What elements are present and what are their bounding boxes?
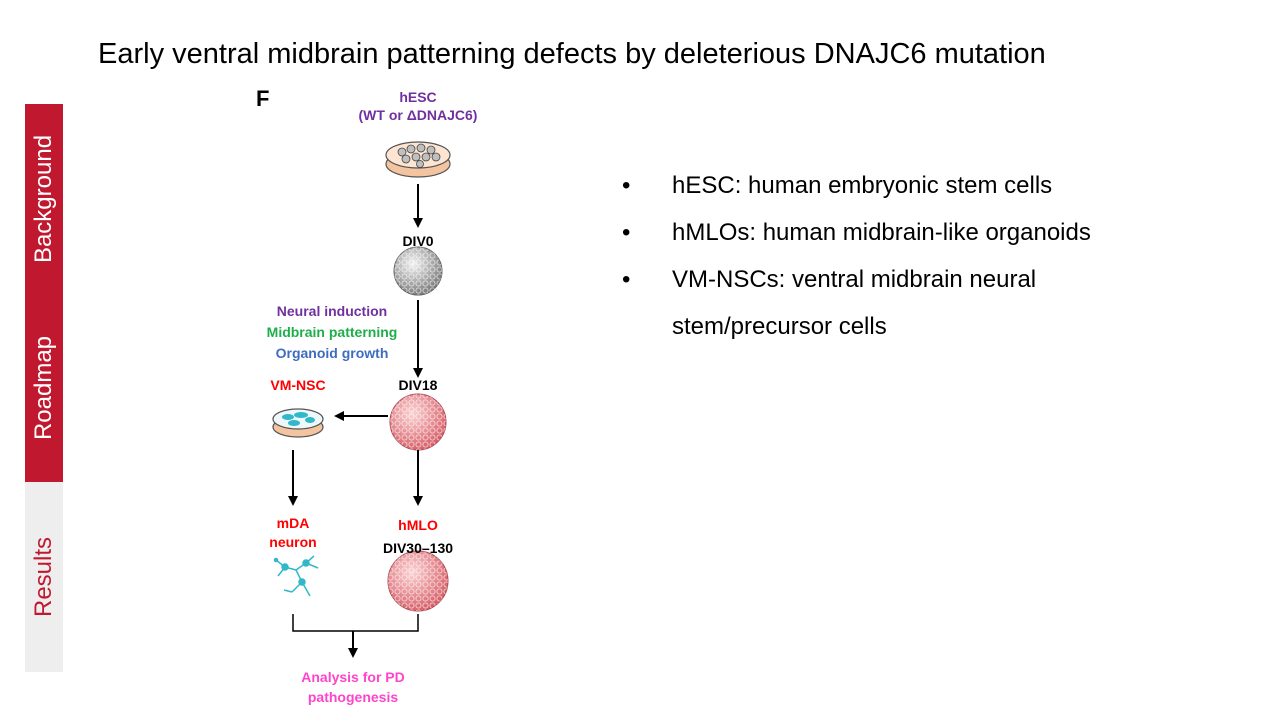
div30-label: DIV30–130 [382, 540, 454, 556]
mda-label: mDA [276, 515, 310, 531]
list-item: • hMLOs: human midbrain-like organoids [622, 209, 1182, 256]
list-item: • hESC: human embryonic stem cells [622, 162, 1182, 209]
bullet-marker: • [622, 266, 631, 293]
section-nav: Background Roadmap Results [25, 104, 63, 672]
nav-tab-results[interactable]: Results [25, 482, 63, 672]
nav-tab-roadmap[interactable]: Roadmap [25, 293, 63, 482]
mda-neuron-icon [273, 555, 319, 597]
nav-tab-label: Roadmap [30, 335, 57, 440]
nav-tab-label: Background [30, 134, 57, 263]
list-item-text: hESC: human embryonic stem cells [672, 172, 1053, 199]
div0-organoid-icon [393, 246, 443, 296]
list-item-text: hMLOs: human midbrain-like organoids [672, 219, 1091, 246]
hesc-label: hESC [399, 89, 437, 105]
div18-organoid-icon [389, 393, 447, 451]
bullet-marker: • [622, 172, 631, 199]
bullet-marker: • [622, 219, 631, 246]
analysis-label: Analysis for PD [301, 669, 405, 685]
hesc-dish-icon [385, 141, 451, 178]
nav-tab-label: Results [30, 536, 57, 618]
list-item-text: VM-NSCs: ventral midbrain neural stem/pr… [672, 266, 1037, 340]
div0-label: DIV0 [402, 233, 434, 249]
slide-title: Early ventral midbrain patterning defect… [98, 38, 1046, 70]
step-midbrain-patterning: Midbrain patterning [266, 324, 398, 340]
merge-bracket [292, 614, 419, 632]
vmnsc-label: VM-NSC [270, 377, 326, 393]
hesc-sublabel: (WT or ΔDNAJC6) [358, 107, 478, 123]
step-neural-induction: Neural induction [276, 303, 388, 319]
analysis-label-line2: pathogenesis [307, 689, 399, 705]
mda-label-line2: neuron [269, 534, 317, 550]
step-organoid-growth: Organoid growth [275, 345, 389, 361]
panel-letter: F [256, 86, 270, 111]
hmlo-organoid-icon [387, 550, 449, 612]
hmlo-label: hMLO [398, 517, 438, 533]
div18-label: DIV18 [398, 377, 438, 393]
nav-tab-background[interactable]: Background [25, 104, 63, 293]
protocol-flow-diagram [272, 141, 451, 658]
list-item: • VM-NSCs: ventral midbrain neural stem/… [622, 256, 1182, 350]
protocol-figure: F hESC (WT or ΔDNAJC6) DIV0 Neural induc… [240, 84, 540, 714]
definitions-list: • hESC: human embryonic stem cells • hML… [622, 162, 1182, 350]
vmnsc-dish-icon [272, 408, 324, 438]
